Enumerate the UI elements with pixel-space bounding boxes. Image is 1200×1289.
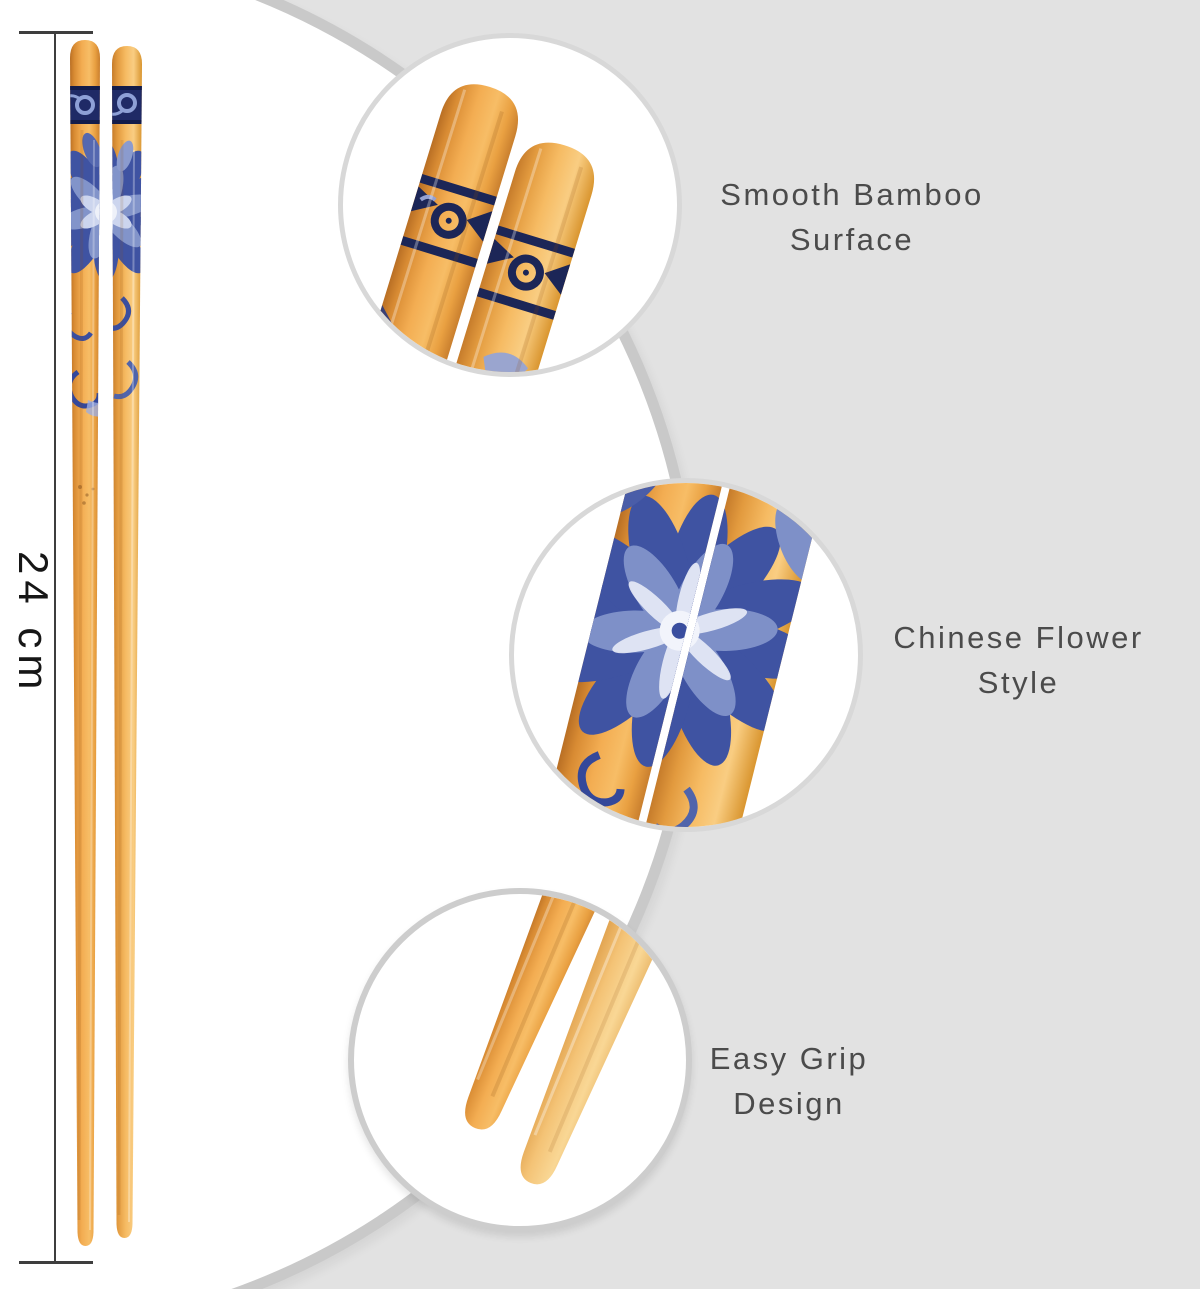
chopstick-left — [70, 40, 100, 1246]
chinese-flower-zoom-photo — [530, 483, 834, 827]
smooth-bamboo-zoom-photo — [347, 75, 604, 372]
callout-label-smooth-bamboo-surface: Smooth Bamboo Surface — [720, 177, 984, 257]
callout-label-chinese-flower-style: Chinese Flower Style — [893, 620, 1144, 700]
measurement-line — [54, 31, 56, 1264]
callout-circle-easy-grip — [348, 888, 692, 1232]
callout-circle-chinese-flower — [509, 478, 863, 832]
measurement-cap-top — [19, 31, 93, 34]
callout-label-easy-grip-design: Easy Grip Design — [709, 1041, 869, 1121]
measurement-cap-bottom — [19, 1261, 93, 1264]
chopsticks-photo — [70, 40, 142, 1246]
chopstick-right — [112, 46, 142, 1238]
chopstick-tip-left — [465, 894, 629, 1130]
measurement-label: 24 cm — [10, 551, 57, 696]
chopstick-tip-right — [520, 894, 686, 1185]
easy-grip-zoom-photo — [465, 894, 686, 1185]
callout-circle-smooth-bamboo — [338, 33, 682, 377]
